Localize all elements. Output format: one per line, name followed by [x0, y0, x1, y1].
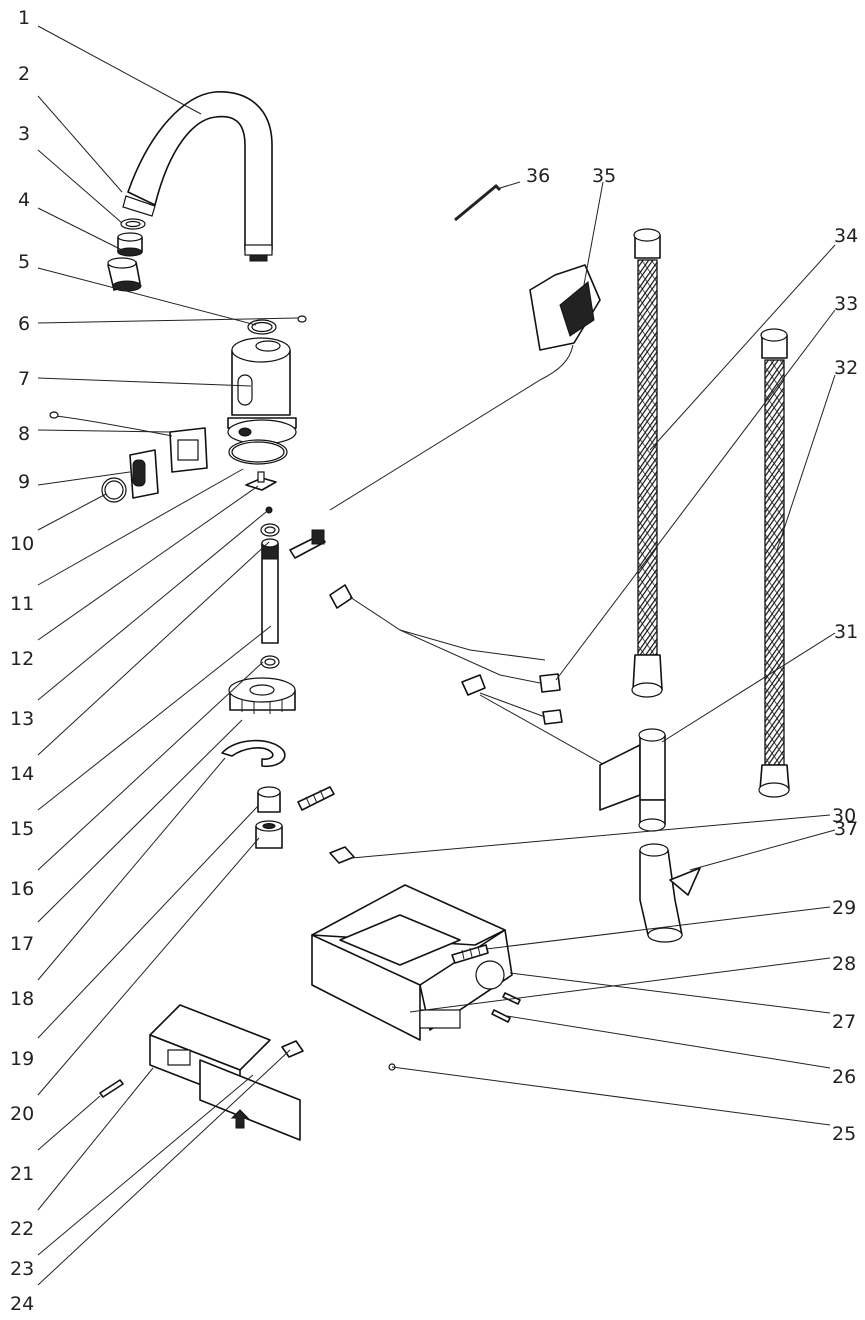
control-box-base [311, 884, 513, 1041]
callout-25: 25 [832, 1123, 856, 1145]
seal-ring-2 [120, 218, 146, 230]
callout-2: 2 [18, 63, 30, 85]
callout-9: 9 [18, 471, 30, 493]
sensor-window [129, 449, 159, 499]
callout-1: 1 [18, 7, 30, 29]
callout-10: 10 [10, 533, 34, 555]
screw-13 [265, 506, 273, 514]
callout-36: 36 [526, 165, 550, 187]
callout-17: 17 [10, 933, 34, 955]
power-adapter-35 [289, 264, 601, 559]
callout-14: 14 [10, 763, 34, 785]
callout-28: 28 [832, 953, 856, 975]
callout-27: 27 [832, 1011, 856, 1033]
control-box-lid [149, 1004, 301, 1141]
callout-34: 34 [834, 225, 858, 247]
aerator-housing [107, 257, 142, 292]
mounting-nut-17 [228, 677, 296, 714]
callout-20: 20 [10, 1103, 34, 1125]
callout-30: 30 [832, 805, 856, 827]
callout-12: 12 [10, 648, 34, 670]
callout-4: 4 [18, 189, 30, 211]
washer-16 [260, 655, 280, 669]
callout-31: 31 [834, 621, 858, 643]
wall-anchor-29-right [451, 944, 489, 964]
sensor-cable-33 [329, 584, 563, 725]
callout-15: 15 [10, 818, 34, 840]
callout-6: 6 [18, 313, 30, 335]
callout-8: 8 [18, 423, 30, 445]
nut-19 [257, 786, 281, 813]
o-ring-10 [101, 477, 127, 503]
hex-key-36 [454, 183, 502, 222]
callout-35: 35 [592, 165, 616, 187]
hose-34 [631, 228, 663, 698]
clip-12 [245, 471, 277, 491]
screw-21 [99, 1079, 124, 1098]
callout-labels: 1 2 3 4 5 6 7 8 9 10 11 12 13 14 15 16 1… [10, 7, 858, 1315]
callout-22: 22 [10, 1218, 34, 1240]
o-ring-5 [247, 319, 277, 335]
callout-7: 7 [18, 368, 30, 390]
threaded-shank-15 [261, 538, 279, 644]
sensor-cover [49, 411, 208, 473]
washer-14 [260, 523, 280, 537]
callout-11: 11 [10, 593, 34, 615]
hose-32 [758, 328, 790, 798]
solenoid-valve-31 [479, 694, 666, 832]
nut-20 [255, 820, 283, 849]
callout-21: 21 [10, 1163, 34, 1185]
aerator-insert [117, 232, 143, 257]
wall-anchor-29-left [297, 786, 335, 811]
set-screw-6 [297, 315, 307, 323]
callout-19: 19 [10, 1048, 34, 1070]
body-housing [227, 337, 297, 445]
callout-37: 37 [834, 818, 858, 840]
callout-16: 16 [10, 878, 34, 900]
callout-23: 23 [10, 1258, 34, 1280]
filter-37 [639, 843, 701, 943]
horseshoe-washer-18 [221, 739, 286, 768]
callout-29: 29 [832, 897, 856, 919]
callout-24: 24 [10, 1293, 34, 1315]
callout-3: 3 [18, 123, 30, 145]
base-gasket-11 [228, 439, 288, 465]
callout-32: 32 [834, 357, 858, 379]
leader-lines [37, 25, 836, 1286]
callout-5: 5 [18, 251, 30, 273]
callout-33: 33 [834, 293, 858, 315]
spout [122, 91, 273, 262]
cap-30 [329, 846, 355, 864]
callout-26: 26 [832, 1066, 856, 1088]
callout-18: 18 [10, 988, 34, 1010]
callout-13: 13 [10, 708, 34, 730]
